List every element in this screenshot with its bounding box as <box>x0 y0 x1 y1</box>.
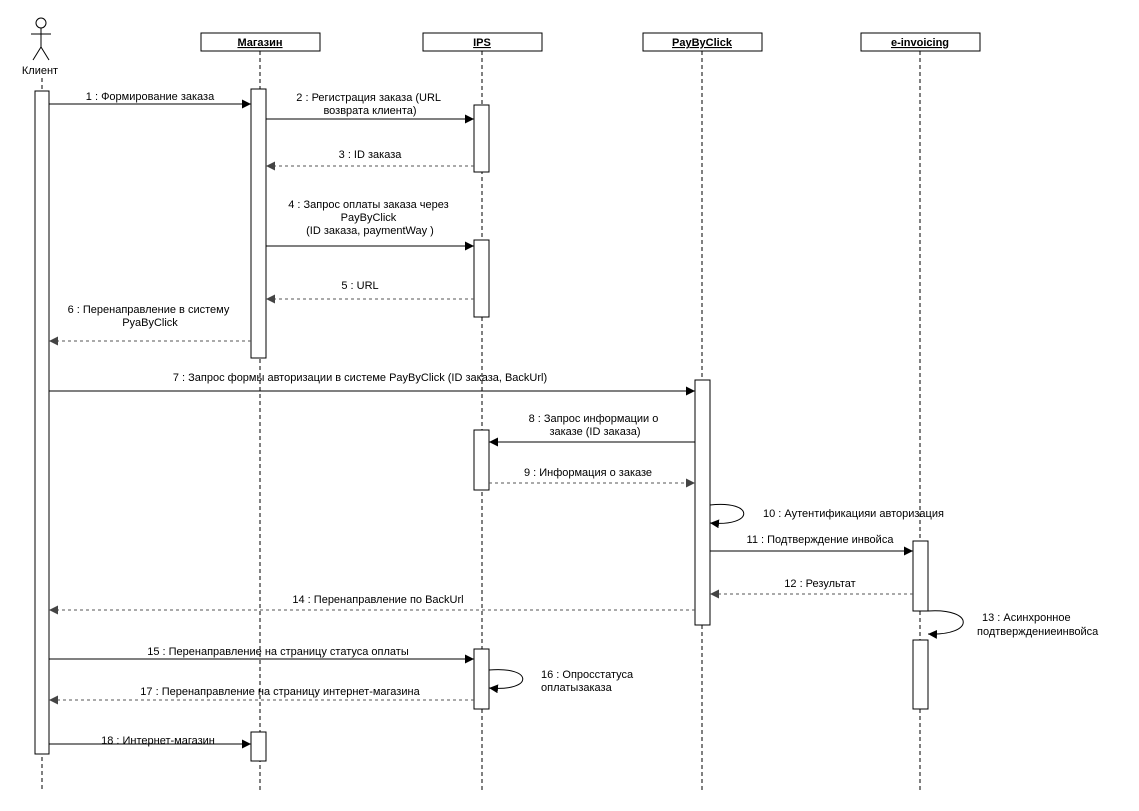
activation-shop <box>250 731 267 762</box>
message-arrow <box>709 503 744 529</box>
message-label: 7 : Запрос формы авторизации в системе P… <box>173 372 547 384</box>
message-13: 13 : Асинхронное подтверждениеинвойса <box>927 610 1099 639</box>
message-8: 8 : Запрос информации о заказе (ID заказ… <box>489 413 695 447</box>
activation-shop <box>250 88 267 359</box>
message-16: 16 : Опросстатуса оплатызаказа <box>488 669 636 694</box>
message-arrow <box>927 610 964 639</box>
message-label: 13 : Асинхронное подтверждениеинвойса <box>977 612 1099 638</box>
actor-label: Клиент <box>22 65 58 77</box>
message-10: 10 : Аутентификацияи авторизация <box>709 503 944 529</box>
message-1: 1 : Формирование заказа <box>49 91 251 109</box>
message-label: 8 : Запрос информации о заказе (ID заказ… <box>529 413 662 438</box>
object-label: Магазин <box>237 37 282 49</box>
message-14: 14 : Перенаправление по BackUrl <box>49 594 695 615</box>
actor-client: Клиент <box>22 17 58 77</box>
message-label: 12 : Результат <box>784 578 855 590</box>
message-label: 10 : Аутентификацияи авторизация <box>763 508 944 520</box>
message-label: 14 : Перенаправление по BackUrl <box>292 594 463 606</box>
message-15: 15 : Перенаправление на страницу статуса… <box>49 646 474 664</box>
object-e-invoicing: e-invoicing <box>860 32 981 52</box>
activation-ips <box>473 648 490 710</box>
message-4: 4 : Запрос оплаты заказа через PayByClic… <box>266 199 474 251</box>
message-label: 16 : Опросстатуса оплатызаказа <box>541 669 636 694</box>
object-paybyclick: PayByClick <box>642 32 763 52</box>
activation-ips <box>473 239 490 318</box>
object-label: IPS <box>473 37 491 49</box>
activation-ips <box>473 104 490 173</box>
object-shop: Магазин <box>200 32 321 52</box>
object-label: PayByClick <box>672 37 733 49</box>
message-label: 17 : Перенаправление на страницу интерне… <box>140 686 420 698</box>
message-label: 15 : Перенаправление на страницу статуса… <box>147 646 409 658</box>
activation-e-invoicing <box>912 540 929 612</box>
message-label: 11 : Подтверждение инвойса <box>747 534 895 546</box>
object-ips: IPS <box>422 32 543 52</box>
message-12: 12 : Результат <box>710 578 913 599</box>
message-2: 2 : Регистрация заказа (URL возврата кли… <box>266 92 474 124</box>
message-label: 4 : Запрос оплаты заказа через PayByClic… <box>288 199 452 237</box>
activation-paybyclick <box>694 379 711 626</box>
message-label: 1 : Формирование заказа <box>86 91 215 103</box>
message-arrow <box>488 669 523 694</box>
activation-ips <box>473 429 490 491</box>
message-3: 3 : ID заказа <box>266 149 474 171</box>
message-label: 3 : ID заказа <box>339 149 403 161</box>
message-5: 5 : URL <box>266 280 474 304</box>
message-label: 2 : Регистрация заказа (URL возврата кли… <box>296 92 443 117</box>
message-label: 9 : Информация о заказе <box>524 467 652 479</box>
message-17: 17 : Перенаправление на страницу интерне… <box>49 686 474 705</box>
object-label: e-invoicing <box>891 37 949 49</box>
message-11: 11 : Подтверждение инвойса <box>710 534 913 556</box>
message-label: 18 : Интернет-магазин <box>101 735 215 747</box>
activation-e-invoicing <box>912 639 929 710</box>
message-9: 9 : Информация о заказе <box>489 467 695 488</box>
actor-stick-figure-icon <box>31 17 51 61</box>
message-label: 5 : URL <box>341 280 378 292</box>
message-7: 7 : Запрос формы авторизации в системе P… <box>49 372 695 396</box>
message-label: 6 : Перенаправление в систему PyaByClick <box>68 304 233 329</box>
message-6: 6 : Перенаправление в систему PyaByClick <box>49 304 251 346</box>
activation-client <box>34 90 50 755</box>
message-18: 18 : Интернет-магазин <box>49 735 251 749</box>
